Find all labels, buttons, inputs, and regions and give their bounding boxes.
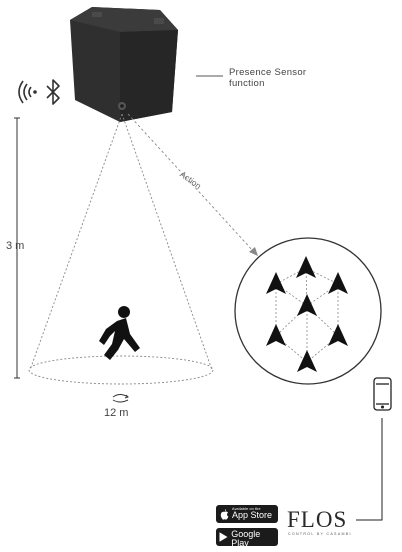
luminaire-node — [297, 294, 317, 316]
luminaire-node — [296, 256, 316, 278]
google-play-small-text: GET IT ON — [231, 525, 251, 530]
luminaire-node — [266, 324, 286, 346]
luminaire-node — [266, 272, 286, 294]
app-store-big-text: App Store — [232, 510, 273, 521]
google-play-badge[interactable]: GET IT ON Google Play — [216, 525, 278, 548]
app-store-small-text: Available on the — [232, 506, 261, 511]
brand-logo: FLOS — [287, 507, 348, 532]
sensor-function-line-2: function — [229, 78, 265, 89]
detection-cone — [28, 113, 214, 385]
apple-icon — [216, 508, 232, 520]
brand-tagline: CONTROL BY CASAMBI — [288, 532, 352, 536]
smartphone-icon — [373, 377, 392, 411]
rotation-icon — [112, 394, 129, 403]
sensor-function-line-1: Presence Sensor — [229, 67, 307, 78]
sensor-function-label: Presence Sensor function — [229, 67, 306, 89]
luminaire-node — [328, 324, 348, 346]
bluetooth-icon — [46, 79, 60, 105]
app-store-badge[interactable]: Available on the App Store — [216, 505, 278, 523]
app-connector-line — [356, 418, 383, 521]
width-label: 12 m — [104, 407, 129, 419]
luminaire-node — [297, 350, 317, 372]
luminaire-node — [328, 272, 348, 294]
google-play-icon — [216, 532, 231, 542]
height-dimension-line — [14, 117, 20, 379]
height-label: 3 m — [6, 240, 25, 252]
walking-person-icon — [99, 306, 140, 360]
google-play-big-text: Google Play — [231, 528, 261, 548]
action-arrow — [127, 113, 258, 256]
wireless-signal-icon — [18, 80, 37, 104]
presence-sensor-device — [70, 7, 178, 122]
